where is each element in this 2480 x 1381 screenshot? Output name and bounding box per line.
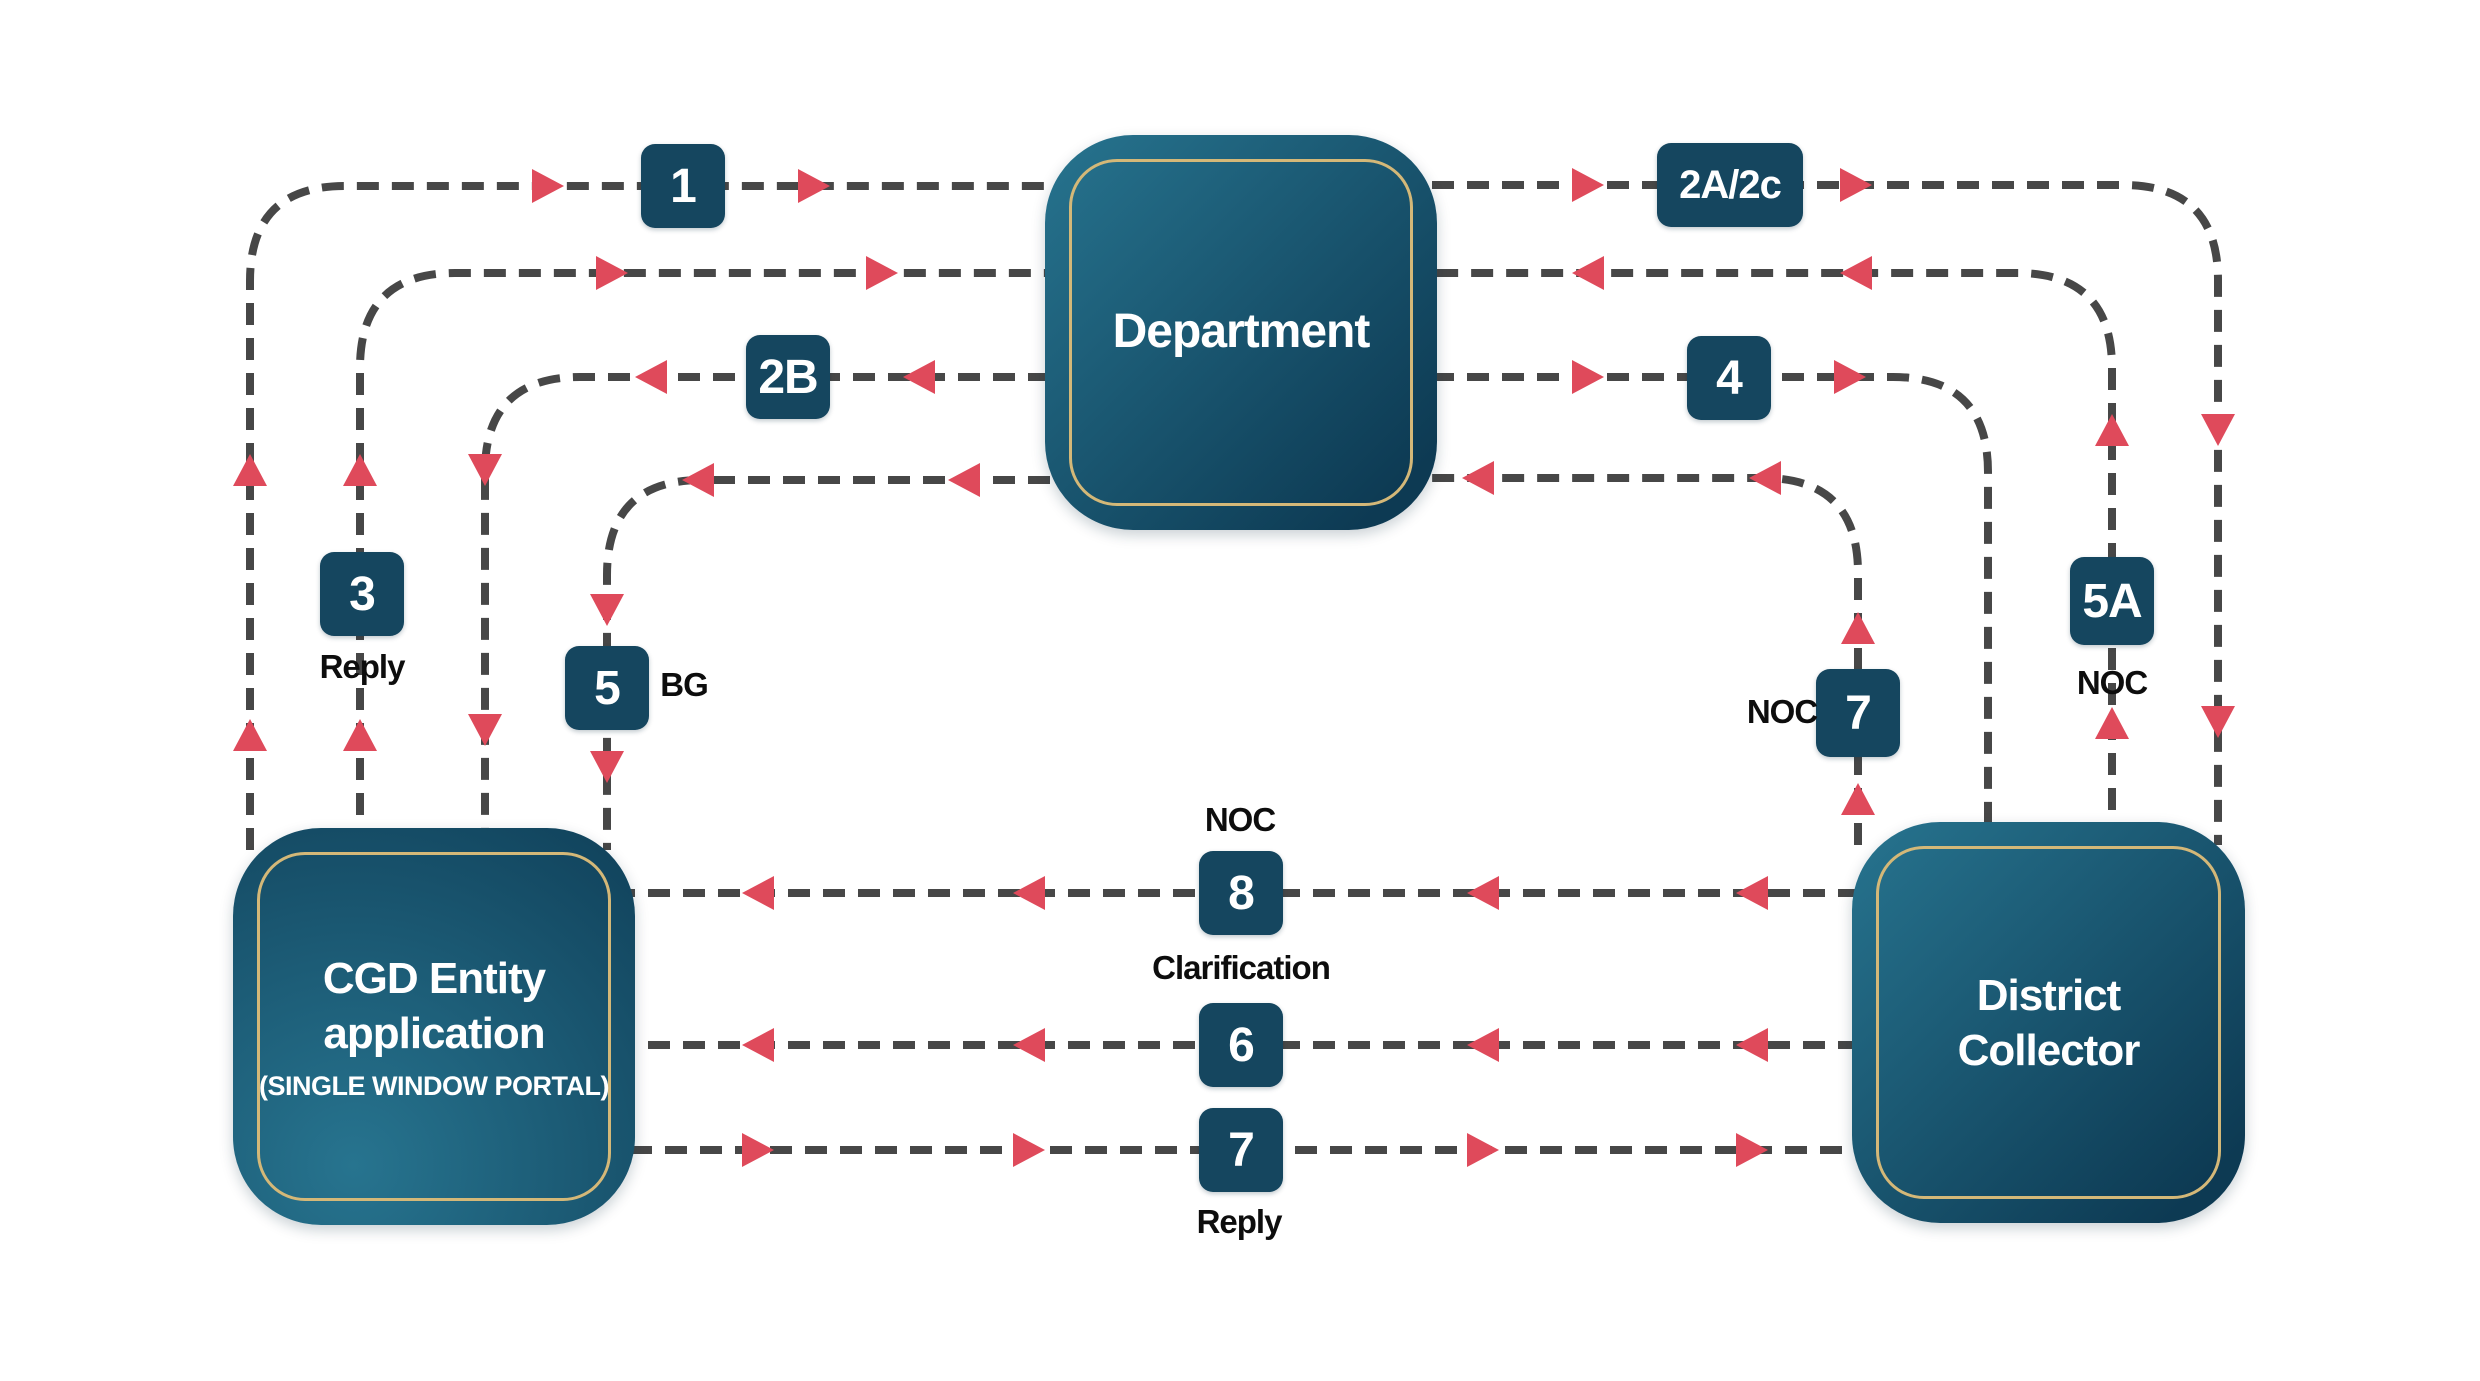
- arrow-left-icon: [742, 876, 774, 910]
- arrow-right-icon: [866, 256, 898, 290]
- node-title-line1: District: [1976, 970, 2122, 1020]
- arrow-right-icon: [742, 1133, 774, 1167]
- step-chip-5: 5: [565, 646, 649, 730]
- arrow-left-icon: [1749, 461, 1781, 495]
- arrow-left-icon: [1013, 876, 1045, 910]
- arrow-right-icon: [1572, 168, 1604, 202]
- arrow-down-icon: [590, 751, 624, 783]
- arrow-down-icon: [590, 594, 624, 626]
- node-district-collector: District Collector: [1852, 822, 2245, 1223]
- arrow-right-icon: [1013, 1133, 1045, 1167]
- arrow-left-icon: [1462, 461, 1494, 495]
- node-title-line2: application: [323, 1009, 545, 1058]
- arrow-down-icon: [2201, 414, 2235, 446]
- arrow-left-icon: [903, 360, 935, 394]
- node-cgd-entity: CGD Entity application (SINGLE WINDOW PO…: [233, 828, 635, 1225]
- step-chip-8: 8: [1199, 851, 1283, 935]
- arrow-left-icon: [948, 463, 980, 497]
- flow-path-5-bg: [603, 476, 1050, 850]
- arrow-left-icon: [1736, 1028, 1768, 1062]
- step-chip-7-reply: 7: [1199, 1108, 1283, 1192]
- node-title-line1: CGD Entity: [322, 954, 546, 1003]
- annotation-bg: BG: [660, 666, 708, 703]
- arrow-left-icon: [1840, 256, 1872, 290]
- step-chip-5a: 5A: [2070, 557, 2154, 645]
- step-chip-2a2c: 2A/2c: [1657, 143, 1803, 227]
- step-chip-2b: 2B: [746, 335, 830, 419]
- step-chip-6: 6: [1199, 1003, 1283, 1087]
- flow-path-5a-noc: [1432, 269, 2116, 845]
- arrow-down-icon: [2201, 706, 2235, 738]
- annotation-noc-7: NOC: [1746, 693, 1818, 730]
- arrow-left-icon: [1736, 876, 1768, 910]
- flow-path-2b: [481, 373, 1050, 850]
- arrow-up-icon: [1841, 783, 1875, 815]
- flow-path-1: [246, 182, 1050, 850]
- arrow-down-icon: [468, 454, 502, 486]
- arrow-left-icon: [1013, 1028, 1045, 1062]
- flow-path-7-noc: [1432, 474, 1862, 845]
- step-chip-7-noc: 7: [1816, 669, 1900, 757]
- node-department: Department: [1045, 135, 1437, 530]
- arrow-up-icon: [343, 454, 377, 486]
- arrow-left-icon: [635, 360, 667, 394]
- annotation-noc-5a: NOC: [2076, 664, 2148, 701]
- node-title-line2: Collector: [1957, 1025, 2141, 1075]
- step-chip-3: 3: [320, 552, 404, 636]
- arrow-right-icon: [798, 169, 830, 203]
- arrow-right-icon: [1572, 360, 1604, 394]
- arrow-up-icon: [233, 454, 267, 486]
- node-title: Department: [1112, 305, 1371, 359]
- step-chip-1: 1: [641, 144, 725, 228]
- annotation-noc-8: NOC: [1204, 801, 1276, 838]
- arrow-up-icon: [233, 719, 267, 751]
- annotation-reply-left: Reply: [319, 648, 406, 685]
- arrow-up-icon: [2095, 707, 2129, 739]
- arrow-left-icon: [1467, 876, 1499, 910]
- arrow-up-icon: [1841, 612, 1875, 644]
- arrow-left-icon: [1572, 256, 1604, 290]
- step-chip-4: 4: [1687, 336, 1771, 420]
- node-subtitle: (SINGLE WINDOW PORTAL): [259, 1071, 609, 1101]
- arrow-left-icon: [682, 463, 714, 497]
- annotation-clarification: Clarification: [1152, 949, 1331, 986]
- arrow-left-icon: [742, 1028, 774, 1062]
- annotation-reply-bottom: Reply: [1196, 1203, 1283, 1240]
- arrow-right-icon: [596, 256, 628, 290]
- flow-path-4: [1432, 373, 1992, 845]
- arrow-down-icon: [468, 714, 502, 746]
- arrow-right-icon: [1834, 360, 1866, 394]
- arrow-up-icon: [2095, 414, 2129, 446]
- arrow-right-icon: [532, 169, 564, 203]
- arrow-left-icon: [1467, 1028, 1499, 1062]
- arrow-right-icon: [1736, 1133, 1768, 1167]
- flow-path-2a2c: [1432, 181, 2222, 845]
- flow-path-3-reply: [356, 269, 1050, 850]
- arrow-right-icon: [1840, 168, 1872, 202]
- arrow-right-icon: [1467, 1133, 1499, 1167]
- arrow-up-icon: [343, 719, 377, 751]
